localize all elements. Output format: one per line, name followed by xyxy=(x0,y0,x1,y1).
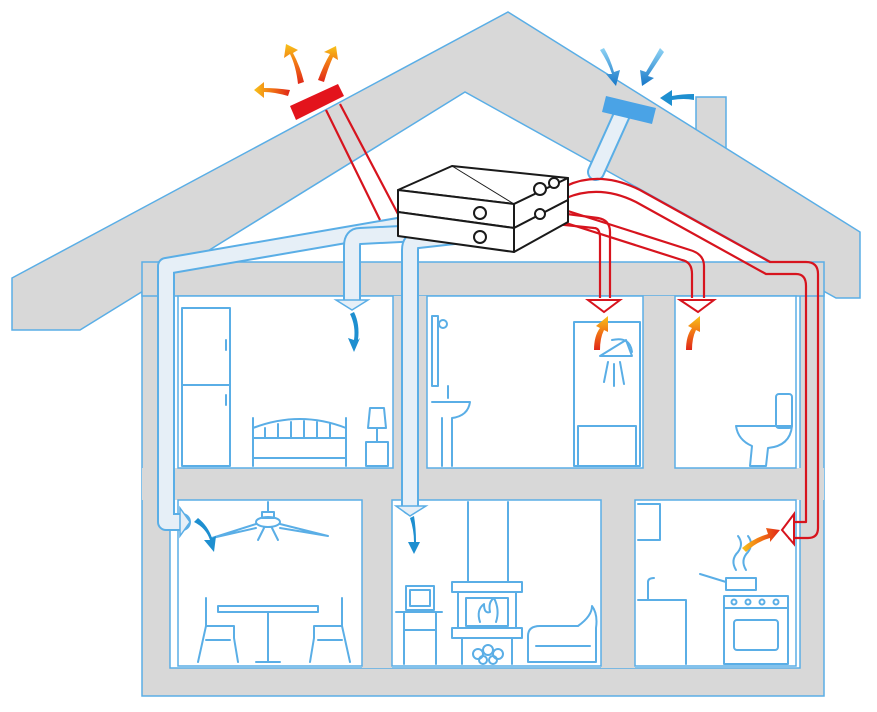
fresh-arrow-bedroom xyxy=(348,312,360,352)
middle-floor xyxy=(142,468,824,500)
exhaust-outlet-duct xyxy=(325,103,399,221)
diffuser-living xyxy=(393,505,429,517)
cool-arrow-left xyxy=(660,90,694,106)
bedside-lamp xyxy=(365,407,389,467)
computer-desk xyxy=(395,585,443,665)
exhaust-roof-vent xyxy=(290,84,344,120)
fresh-arrow-dining xyxy=(194,518,216,552)
toilet xyxy=(735,393,793,467)
diffuser-bathroom xyxy=(585,299,623,314)
furniture xyxy=(181,307,793,665)
cool-arrow-down-1 xyxy=(600,48,620,86)
diffuser-bedroom xyxy=(333,299,371,311)
attic-floor xyxy=(141,261,825,297)
dining-set xyxy=(197,597,351,663)
unit-port-3 xyxy=(533,182,547,196)
room-kitchen xyxy=(634,499,797,667)
cool-arrow-down-2 xyxy=(640,48,664,86)
intake-roof-vent xyxy=(602,96,656,124)
roof xyxy=(11,11,861,331)
exhaust-ducts xyxy=(325,103,820,540)
warm-arrow-up-right xyxy=(318,46,338,82)
vent-diffusers xyxy=(179,299,795,547)
room-dining xyxy=(177,499,363,667)
unit-port-5 xyxy=(534,208,546,220)
unit-port-1 xyxy=(473,206,487,220)
warm-arrow-toilet xyxy=(686,316,700,350)
fresh-air-ducts xyxy=(157,101,633,531)
unit-port-2 xyxy=(473,230,487,244)
warm-arrow-bathroom xyxy=(594,316,608,350)
upper-wall-right xyxy=(643,296,675,468)
warm-arrow-up-left xyxy=(284,44,304,84)
warm-arrow-left xyxy=(254,82,290,98)
kitchen-cabinets xyxy=(637,503,687,665)
room-bedroom xyxy=(177,295,394,469)
warm-arrow-kitchen xyxy=(742,528,780,552)
heat-recovery-unit xyxy=(397,165,569,253)
fireplace xyxy=(451,501,523,665)
lower-wall-right xyxy=(601,500,635,668)
ceiling-fan xyxy=(211,501,329,541)
roof-vents xyxy=(290,84,656,124)
unit-port-4 xyxy=(548,177,560,189)
wardrobe xyxy=(181,307,231,467)
diffuser-toilet xyxy=(676,299,717,314)
fresh-arrow-living xyxy=(408,516,420,554)
stove xyxy=(699,535,789,665)
lower-wall-left xyxy=(362,500,392,668)
house-structure xyxy=(11,11,861,697)
exhaust-duct-toilet xyxy=(543,202,706,298)
bathroom-sink xyxy=(431,315,471,467)
diffuser-dining xyxy=(179,505,191,539)
diffuser-kitchen xyxy=(780,511,795,547)
rooms xyxy=(177,295,797,667)
bed xyxy=(252,417,347,467)
airflow-arrows xyxy=(194,44,780,554)
exhaust-duct-kitchen xyxy=(565,177,820,540)
armchair xyxy=(527,605,598,663)
